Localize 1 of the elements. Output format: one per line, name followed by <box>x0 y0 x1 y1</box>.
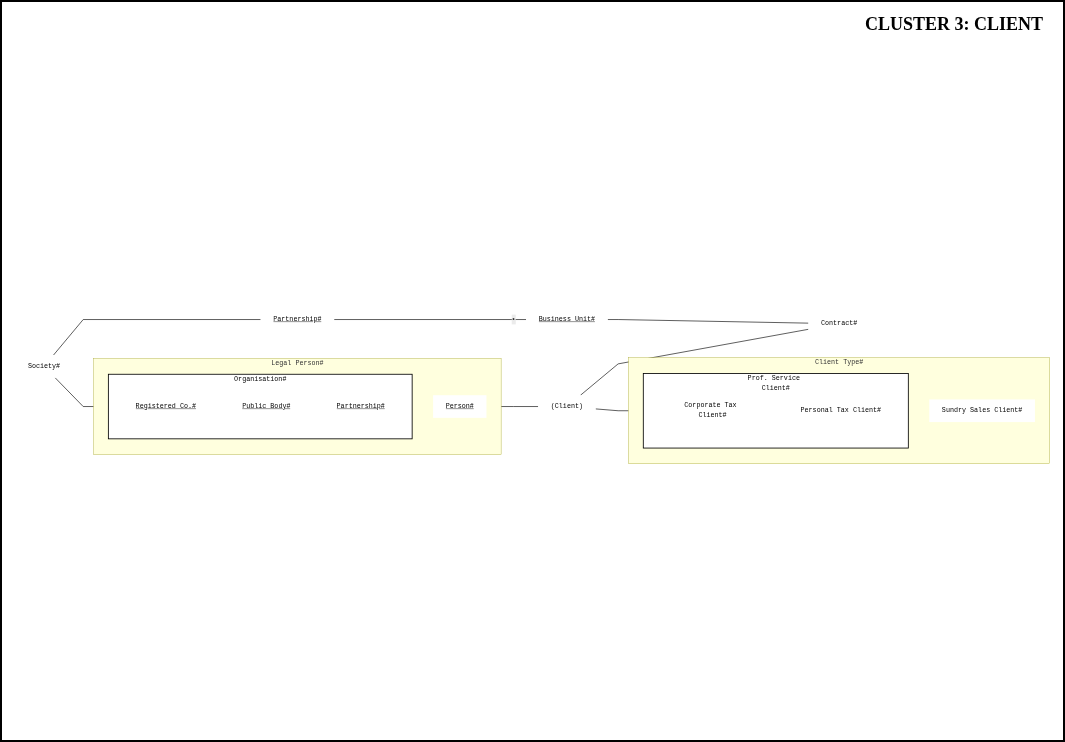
diagram-title: CLUSTER 3: CLIENT <box>864 14 1043 35</box>
